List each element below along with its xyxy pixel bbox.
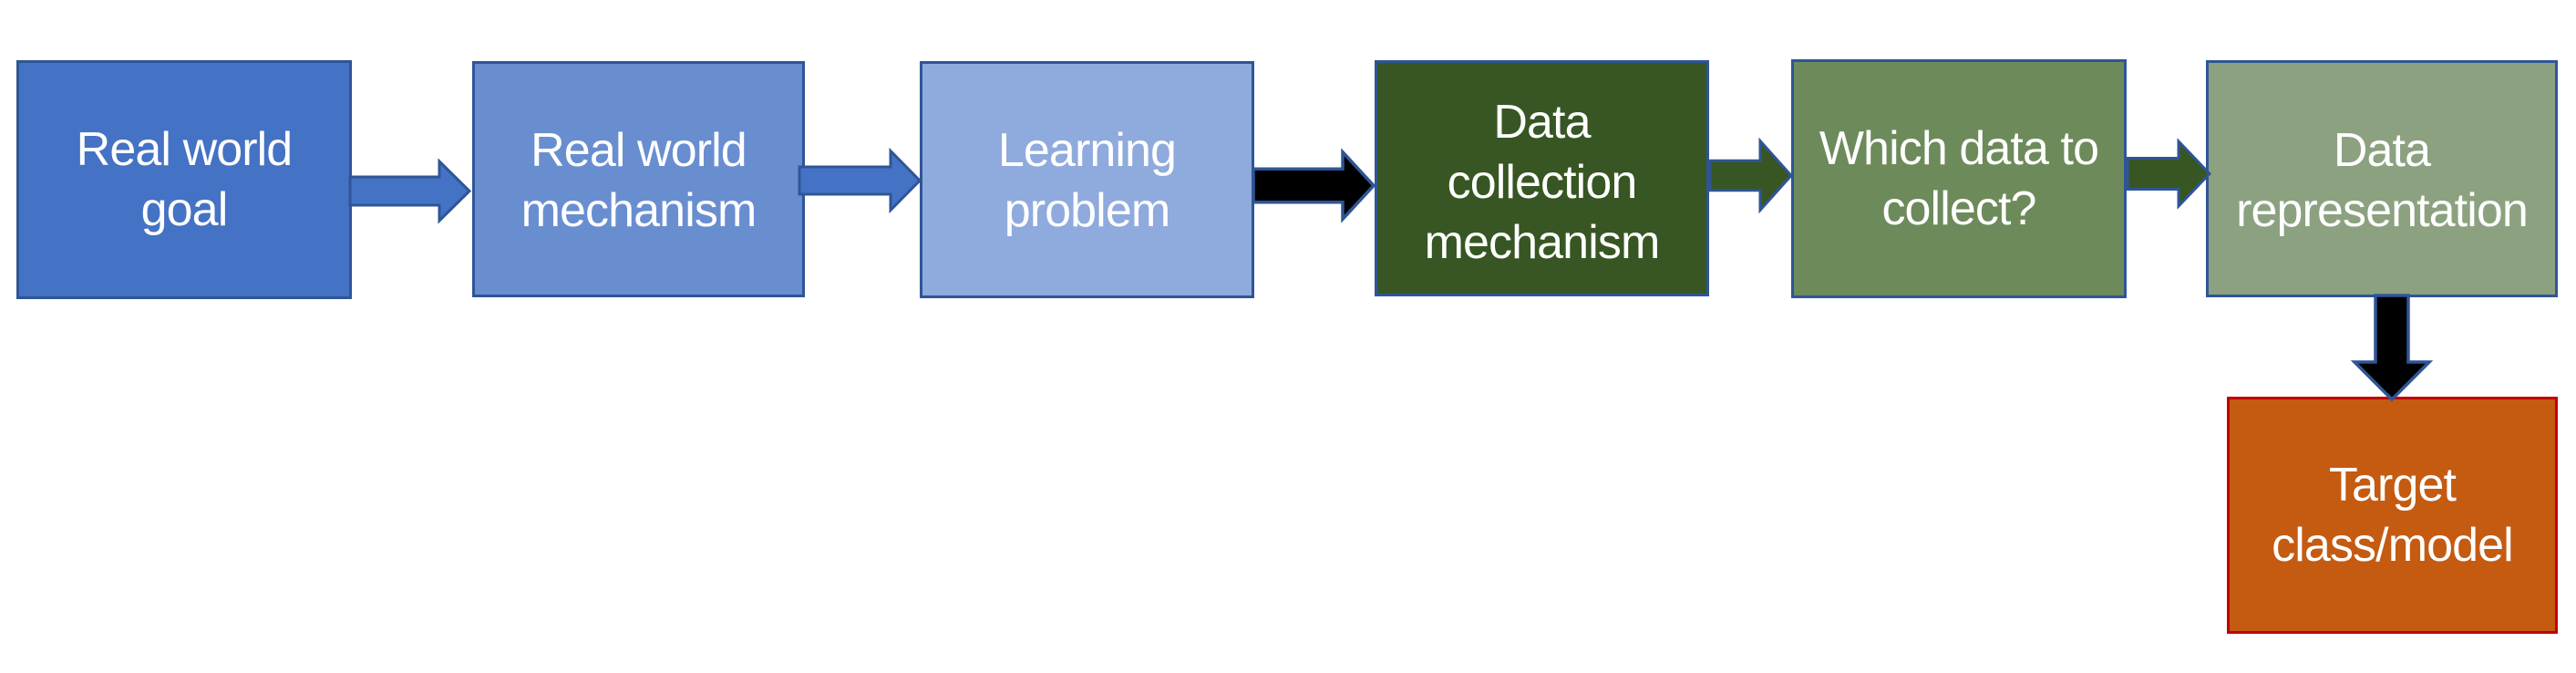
node-which-data-to-collect: Which data to collect? [1791,59,2127,298]
node-data-representation: Data representation [2206,60,2558,297]
node-real-world-mechanism-label: Real world mechanism [520,124,757,237]
arrow-learning-to-collection-shape [1252,148,1376,223]
arrow-goal-to-mechanism-shape [348,158,472,224]
arrow-representation-to-target-shape [2350,294,2434,402]
arrow-mechanism-to-learning-shape [798,147,922,214]
node-which-data-to-collect-label: Which data to collect? [1819,122,2099,235]
node-data-collection-mechanism: Data collection mechanism [1375,60,1709,296]
arrow-which-to-representation-shape [2126,138,2212,210]
node-real-world-goal: Real world goal [16,60,352,299]
node-data-representation-label: Data representation [2236,124,2529,237]
arrow-which-to-representation-icon [2126,138,2212,210]
arrow-collection-to-which-icon [1708,137,1794,214]
arrow-collection-to-which-shape [1708,137,1794,214]
node-real-world-mechanism: Real world mechanism [472,61,805,297]
arrow-goal-to-mechanism-icon [348,158,472,224]
arrow-representation-to-target-icon [2350,294,2434,402]
node-data-collection-mechanism-label: Data collection mechanism [1424,95,1661,269]
node-real-world-goal-label: Real world goal [76,123,294,236]
arrow-learning-to-collection-icon [1252,148,1376,223]
node-target-class-model-label: Target class/model [2272,459,2514,572]
node-target-class-model: Target class/model [2227,397,2558,634]
arrow-mechanism-to-learning-icon [798,147,922,214]
node-learning-problem-label: Learning problem [997,124,1177,237]
node-learning-problem: Learning problem [920,61,1254,298]
